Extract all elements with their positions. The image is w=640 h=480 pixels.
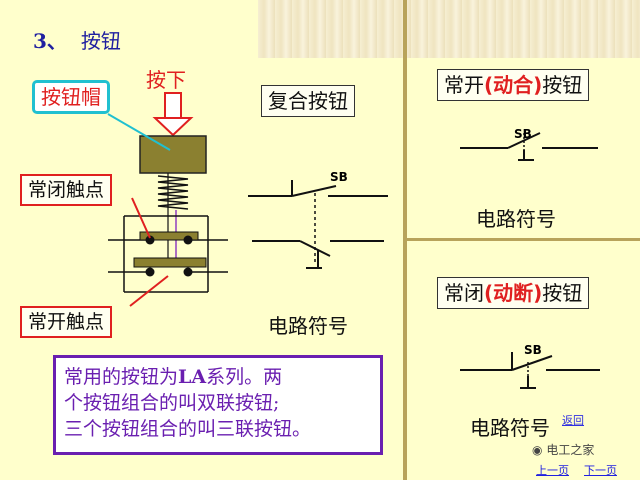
page-title: 3、按钮: [33, 25, 121, 54]
nc-title-post: 按钮: [542, 281, 583, 305]
watermark: ◉ 电工之家: [532, 441, 594, 458]
note-line-3: 三个按钮组合的叫三联按钮。: [64, 418, 312, 440]
no-dot-right: [183, 267, 193, 277]
note-line-1-bold: LA: [178, 366, 207, 388]
nc-title-pre: 常闭: [444, 281, 484, 305]
no-title-pre: 常开: [444, 73, 484, 97]
no-pointer: [129, 275, 169, 307]
no-sb-label: SB: [514, 127, 532, 141]
press-label: 按下: [146, 68, 186, 92]
contact-housing: [123, 215, 209, 293]
note-line-1-post: 系列。两: [206, 366, 283, 388]
nc-dot-right: [183, 235, 193, 245]
note-line-2: 个按钮组合的叫双联按钮;: [64, 392, 280, 414]
nc-bridge: [139, 231, 199, 241]
no-button-title: 常开(动合)按钮: [437, 69, 590, 101]
horizontal-divider: [407, 238, 640, 241]
back-link[interactable]: 返回: [562, 414, 584, 427]
note-line-1-pre: 常用的按钮为: [64, 366, 179, 388]
next-page-link[interactable]: 下一页: [584, 464, 617, 477]
nc-pointer: [131, 197, 151, 239]
compound-button-symbol: [248, 180, 388, 269]
wood-texture-band: [258, 0, 640, 58]
nc-dot-left: [145, 235, 155, 245]
no-symbol-caption: 电路符号: [476, 207, 556, 231]
nc-button-symbol: [460, 352, 600, 389]
title-number: 3、: [33, 29, 67, 53]
button-cap-label: 按钮帽: [32, 80, 110, 114]
nc-contact-label: 常闭触点: [20, 174, 113, 206]
nc-button-title: 常闭(动断)按钮: [437, 277, 590, 309]
nc-sb-label: SB: [524, 343, 542, 357]
no-title-red: (动合): [484, 73, 543, 97]
prev-page-link[interactable]: 上一页: [536, 464, 569, 477]
no-bridge: [133, 257, 207, 268]
compound-symbol-caption: 电路符号: [268, 314, 348, 338]
watermark-text: 电工之家: [546, 443, 595, 457]
spring: [157, 175, 189, 210]
wechat-icon: ◉: [532, 443, 543, 457]
no-contact-label: 常开触点: [20, 306, 113, 338]
vertical-divider: [403, 0, 407, 480]
no-dot-left: [145, 267, 155, 277]
note-box: 常用的按钮为LA系列。两 个按钮组合的叫双联按钮; 三个按钮组合的叫三联按钮。: [53, 355, 383, 455]
compound-button-title: 复合按钮: [261, 85, 355, 117]
nc-symbol-caption: 电路符号: [470, 416, 550, 440]
no-title-post: 按钮: [542, 73, 583, 97]
compound-sb-label: SB: [330, 170, 348, 184]
nc-title-red: (动断): [484, 281, 543, 305]
button-cap-shape: [139, 135, 207, 174]
press-arrow: [152, 92, 194, 137]
note-line-1: 常用的按钮为LA系列。两: [64, 364, 372, 390]
no-button-symbol: [460, 132, 598, 161]
title-text: 按钮: [80, 29, 121, 53]
cap-pointer: [107, 113, 171, 151]
